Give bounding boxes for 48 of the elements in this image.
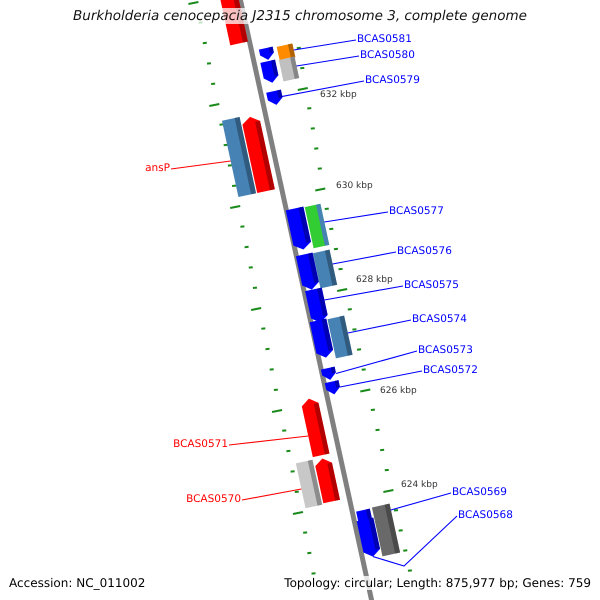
gene-feature: [296, 252, 319, 290]
leader-line: [372, 516, 458, 567]
gene-feature: [266, 90, 283, 105]
leader-line: [332, 251, 396, 265]
position-label: 632 kbp: [320, 90, 357, 101]
leader-line: [242, 488, 302, 501]
gene-label: BCAS0571: [173, 438, 228, 450]
gene-label: BCAS0574: [412, 313, 467, 325]
gene-label: BCAS0572: [423, 364, 478, 376]
position-label: 624 kbp: [401, 480, 438, 491]
gene-label: BCAS0577: [389, 205, 444, 217]
leader-line: [348, 319, 412, 334]
leader-line: [336, 350, 418, 374]
leader-line: [324, 285, 404, 301]
gene-feature: [242, 116, 275, 194]
gene-feature: [324, 380, 340, 394]
gene-feature: [302, 398, 330, 458]
leader-line: [170, 160, 231, 170]
leader-line: [228, 435, 308, 446]
gene-label: BCAS0569: [452, 486, 507, 498]
position-label: 628 kbp: [356, 275, 393, 286]
gene-feature: [286, 206, 311, 250]
leader-line: [340, 370, 422, 388]
leader-line: [282, 80, 364, 97]
title: Burkholderia cenocepacia J2315 chromosome 3, complete genome: [71, 8, 529, 24]
gene-label: BCAS0570: [186, 493, 241, 505]
position-label: 626 kbp: [380, 386, 417, 397]
gene-feature: [310, 318, 334, 358]
gene-feature: [320, 366, 336, 380]
leader-line: [294, 39, 356, 51]
gene-feature: [278, 56, 300, 82]
position-label: 630 kbp: [336, 181, 373, 192]
gene-label: BCAS0580: [360, 49, 415, 61]
footer-text: Accession: NC_011002: [9, 576, 146, 590]
footer-text: Topology: circular; Length: 875,977 bp; Genes: 759: [284, 576, 591, 590]
gene-label: BCAS0573: [418, 344, 473, 356]
gene-label: BCAS0576: [397, 245, 452, 257]
gene-label: BCAS0581: [357, 33, 412, 45]
gene-feature: [315, 458, 340, 504]
gene-feature: [305, 288, 328, 323]
leader-line: [390, 492, 452, 511]
gene-label: BCAS0568: [458, 509, 513, 521]
gene-label: BCAS0575: [404, 279, 459, 291]
gene-feature: [258, 46, 274, 60]
gene-label: ansP: [145, 162, 170, 174]
leader-line: [296, 55, 360, 67]
gene-label: BCAS0579: [365, 74, 420, 86]
gene-feature: [356, 508, 372, 522]
